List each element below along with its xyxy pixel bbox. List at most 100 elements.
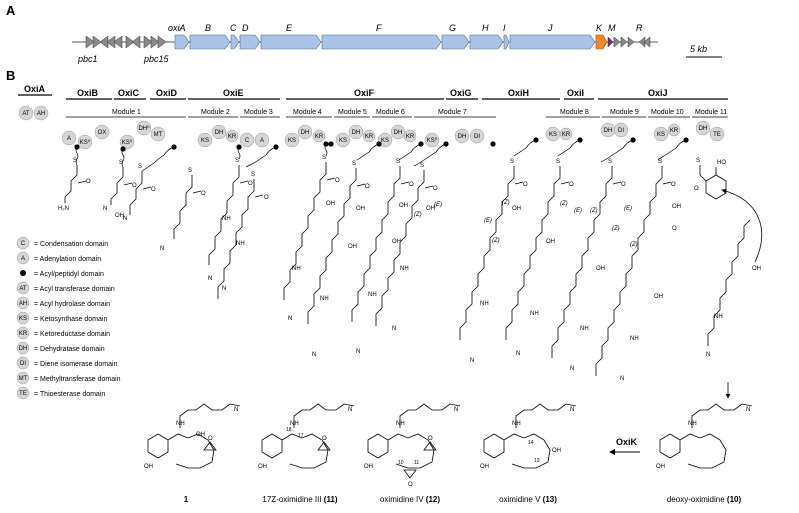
svg-text:Module 6: Module 6: [376, 109, 405, 116]
svg-text:N: N: [123, 216, 127, 222]
svg-text:N: N: [746, 407, 750, 413]
svg-text:S: S: [73, 158, 77, 164]
scale-label: 5 kb: [690, 44, 707, 54]
svg-text:NH: NH: [320, 296, 329, 302]
svg-text:KS: KS: [549, 132, 557, 138]
svg-text:= Acyl hydrolase domain: = Acyl hydrolase domain: [34, 301, 110, 308]
gene-label-i: I: [503, 23, 506, 33]
svg-text:NH: NH: [400, 266, 409, 272]
svg-text:DH: DH: [699, 126, 708, 132]
gene-label-c: C: [230, 23, 237, 33]
svg-text:(E): (E): [574, 208, 582, 214]
svg-text:OH: OH: [596, 266, 605, 272]
gene-oxiM: [607, 36, 614, 48]
small-genes-left: [85, 35, 167, 49]
svg-text:OH: OH: [654, 294, 663, 300]
domain-labels: AT AH A KS⁰ OX KS⁰ DH⁰ MT KS DH KR C A K…: [22, 111, 720, 146]
svg-text:(Z): (Z): [630, 242, 638, 248]
svg-text:OH: OH: [326, 201, 335, 207]
svg-text:17Z-oximidine III (11): 17Z-oximidine III (11): [262, 495, 337, 504]
svg-text:KS⁰: KS⁰: [122, 139, 133, 146]
svg-text:(Z): (Z): [560, 201, 568, 207]
svg-text:(E): (E): [484, 218, 492, 224]
svg-text:N: N: [570, 366, 574, 372]
svg-text:KR: KR: [19, 331, 28, 337]
svg-text:MT: MT: [19, 376, 28, 382]
svg-text:O: O: [428, 436, 433, 442]
svg-text:OH: OH: [752, 266, 761, 272]
svg-text:N: N: [103, 206, 107, 212]
svg-text:Module 5: Module 5: [338, 109, 367, 116]
svg-text:O: O: [672, 226, 677, 232]
svg-text:NH: NH: [580, 326, 589, 332]
svg-text:DI: DI: [474, 134, 480, 140]
svg-text:O: O: [621, 182, 626, 188]
svg-text:NH: NH: [396, 421, 405, 427]
svg-text:NH: NH: [480, 301, 489, 307]
module-labels: Module 1 Module 2 Module 3 Module 4 Modu…: [112, 109, 727, 116]
large-genes: [174, 34, 596, 50]
svg-text:MT: MT: [154, 132, 163, 138]
svg-text:KR: KR: [365, 134, 374, 140]
gene-label-h: H: [482, 23, 489, 33]
svg-text:DH: DH: [394, 130, 403, 136]
svg-text:Module 11: Module 11: [695, 109, 727, 116]
svg-text:TE: TE: [713, 132, 721, 138]
svg-text:OX: OX: [98, 130, 107, 136]
svg-text:S: S: [188, 168, 192, 174]
svg-text:14: 14: [528, 440, 534, 446]
svg-text:C: C: [245, 138, 250, 144]
protein-labels: OxiA OxiB OxiC OxiD OxiE OxiF OxiG OxiH …: [24, 84, 668, 98]
gene-label-pbc1: pbc1: [77, 54, 98, 64]
svg-text:HO: HO: [717, 160, 726, 166]
svg-text:10: 10: [398, 460, 404, 466]
svg-text:OH: OH: [480, 464, 489, 470]
svg-text:DH: DH: [301, 130, 310, 136]
svg-text:(Z): (Z): [414, 212, 422, 218]
svg-text:N: N: [706, 352, 710, 358]
svg-text:OH: OH: [144, 464, 153, 470]
svg-text:KR: KR: [562, 132, 571, 138]
svg-text:S: S: [556, 159, 560, 165]
svg-text:KS⁰: KS⁰: [80, 139, 91, 146]
svg-text:KS: KS: [657, 132, 665, 138]
svg-text:O: O: [248, 181, 253, 187]
cyclization-arrow: [721, 188, 763, 263]
svg-text:N: N: [312, 352, 316, 358]
svg-text:oximidine V (13): oximidine V (13): [499, 495, 557, 504]
svg-text:O: O: [671, 182, 676, 188]
svg-text:Module 4: Module 4: [293, 109, 322, 116]
svg-text:O: O: [409, 182, 414, 188]
svg-text:= Acyl transferase domain: = Acyl transferase domain: [34, 286, 115, 293]
gene-cluster: oxiA B C D E F G H I J K M R pbc1 pbc15 …: [72, 23, 722, 64]
svg-text:NH: NH: [714, 314, 723, 320]
svg-text:= Methyltransferase domain: = Methyltransferase domain: [34, 376, 121, 383]
svg-text:OH: OH: [399, 203, 408, 209]
svg-text:DH: DH: [19, 346, 28, 352]
svg-text:N: N: [454, 407, 458, 413]
svg-text:KR: KR: [406, 134, 415, 140]
svg-text:N: N: [234, 407, 238, 413]
svg-text:(E): (E): [434, 202, 442, 208]
svg-text:OH: OH: [348, 244, 357, 250]
svg-text:DH: DH: [215, 130, 224, 136]
svg-text:S: S: [420, 163, 424, 169]
svg-text:Module 8: Module 8: [560, 109, 589, 116]
svg-text:NH: NH: [368, 292, 377, 298]
acp-dots: [74, 137, 689, 152]
svg-text:OH: OH: [196, 432, 205, 438]
svg-text:= Ketosynthase domain: = Ketosynthase domain: [34, 316, 107, 323]
domain-circles: [18, 105, 725, 150]
svg-text:17: 17: [298, 433, 304, 439]
svg-text:KS: KS: [288, 138, 296, 144]
svg-text:DI: DI: [20, 361, 26, 367]
svg-text:(Z): (Z): [492, 238, 500, 244]
svg-text:OxiC: OxiC: [118, 88, 140, 98]
svg-text:OH: OH: [258, 464, 267, 470]
svg-text:S: S: [608, 159, 612, 165]
svg-text:N: N: [160, 246, 164, 252]
svg-text:= Acyl/peptidyl domain: = Acyl/peptidyl domain: [34, 271, 104, 278]
svg-text:KS: KS: [19, 316, 27, 322]
svg-text:OH: OH: [512, 206, 521, 212]
svg-text:O: O: [86, 179, 91, 185]
